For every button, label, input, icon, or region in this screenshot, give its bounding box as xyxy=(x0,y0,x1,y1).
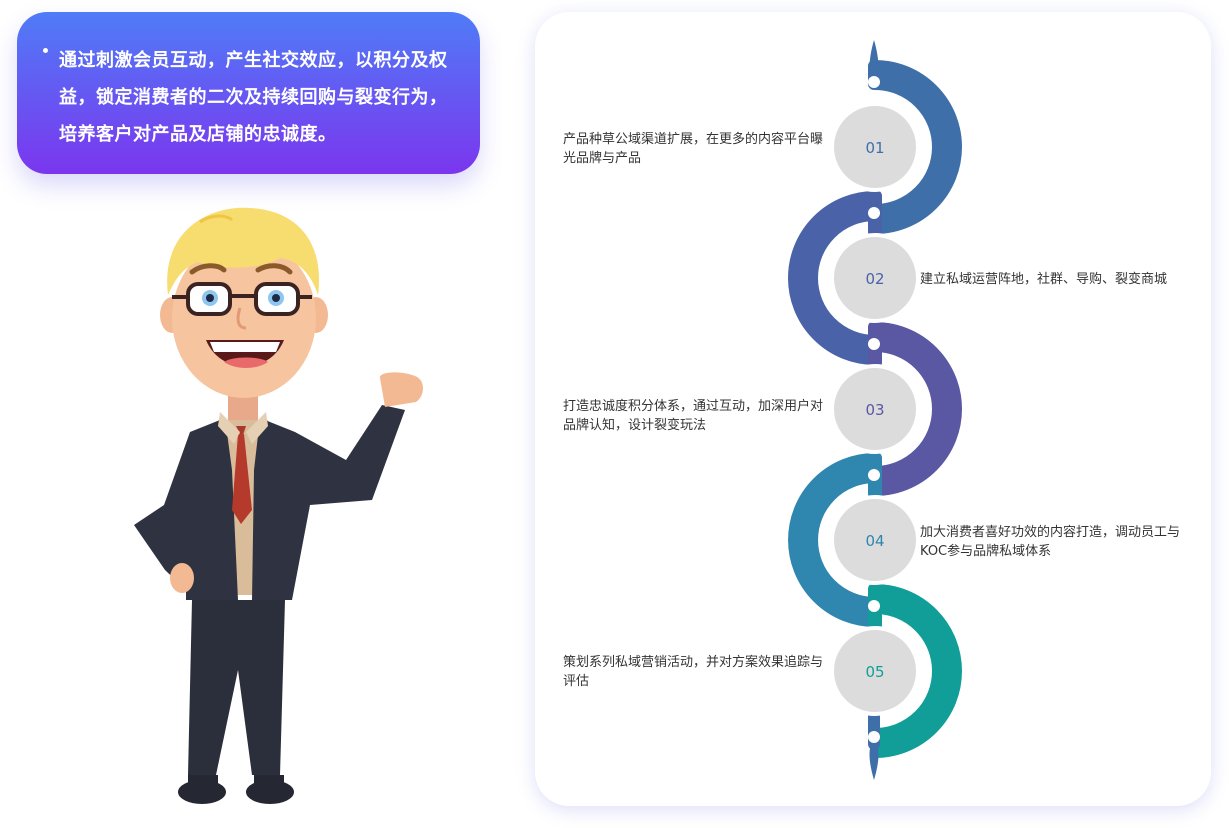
step-node-03: 03 xyxy=(830,364,920,454)
step-01-text: 产品种草公域渠道扩展，在更多的内容平台曝光品牌与产品 xyxy=(563,132,824,166)
step-number-01: 01 xyxy=(865,139,884,157)
bullet-icon xyxy=(43,48,48,53)
step-node-05: 05 xyxy=(830,626,920,716)
process-spine: 01 02 03 04 05 xyxy=(788,40,962,780)
step-node-01: 01 xyxy=(830,102,920,192)
step-04-text: 加大消费者喜好功效的内容打造，调动员工与KOC参与品牌私域体系 xyxy=(920,525,1181,559)
businessman-illustration xyxy=(134,207,423,804)
step-number-05: 05 xyxy=(865,663,884,681)
step-number-03: 03 xyxy=(865,401,884,419)
callout-box: 通过刺激会员互动，产生社交效应，以积分及权益，锁定消费者的二次及持续回购与裂变行… xyxy=(17,12,480,174)
step-05-text: 策划系列私域营销活动，并对方案效果追踪与评估 xyxy=(563,655,824,689)
step-number-04: 04 xyxy=(865,532,884,550)
step-node-04: 04 xyxy=(830,495,920,585)
callout-text: 通过刺激会员互动，产生社交效应，以积分及权益，锁定消费者的二次及持续回购与裂变行… xyxy=(59,50,448,145)
step-02-text: 建立私域运营阵地，社群、导购、裂变商城 xyxy=(920,272,1168,287)
step-number-02: 02 xyxy=(865,270,884,288)
step-node-02: 02 xyxy=(830,233,920,323)
step-03-text: 打造忠诚度积分体系，通过互动，加深用户对品牌认知，设计裂变玩法 xyxy=(563,399,824,433)
